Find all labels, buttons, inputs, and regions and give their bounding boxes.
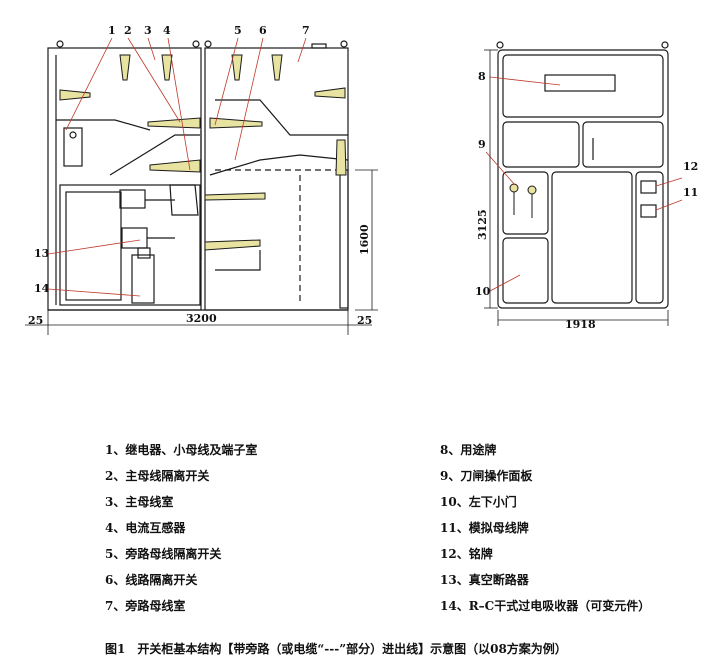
- legend-item: 4、电流互感器: [105, 521, 186, 535]
- dim-width-side: 1918: [565, 318, 596, 331]
- callout-10: 10: [475, 285, 491, 298]
- legend-item: 10、左下小门: [440, 495, 517, 509]
- callout-1: 1: [108, 24, 116, 37]
- legend-item: 12、铭牌: [440, 547, 493, 561]
- callout-11: 11: [683, 186, 698, 199]
- callout-5: 5: [234, 24, 242, 37]
- legend-right: 8、用途牌 9、刀闸操作面板 10、左下小门 11、模拟母线牌 12、铭牌 13…: [440, 442, 710, 613]
- callout-9: 9: [478, 138, 486, 151]
- legend-item: 5、旁路母线隔离开关: [105, 547, 222, 561]
- legend-item: 13、真空断路器: [440, 573, 529, 587]
- legend-item: 14、R–C干式过电吸收器（可变元件）: [440, 599, 651, 613]
- callout-8: 8: [478, 70, 486, 83]
- dim-height-front: 1600: [358, 224, 371, 255]
- callout-7: 7: [302, 24, 310, 37]
- callout-14: 14: [34, 282, 50, 295]
- figure-caption: 图1 开关柜基本结构【带旁路（或电缆“---”部分）进出线】示意图（以08方案为…: [105, 642, 567, 656]
- purpose-plate: [502, 54, 664, 118]
- switchgear-diagram: 1 2 3 4 5 6 7 13 14 25 3200 25 1600: [25, 24, 698, 335]
- dim-height-side: 3125: [476, 209, 489, 240]
- callout-12: 12: [683, 160, 698, 173]
- callout-4: 4: [163, 24, 171, 37]
- callout-6: 6: [259, 24, 267, 37]
- knife-switch-panel: [502, 171, 549, 235]
- callout-2: 2: [124, 24, 132, 37]
- legend-item: 2、主母线隔离开关: [105, 469, 210, 483]
- legend-item: 7、旁路母线室: [105, 599, 186, 613]
- vacuum-breaker: [119, 189, 146, 209]
- callout-13: 13: [34, 247, 49, 260]
- front-cabinet-left: [47, 47, 202, 311]
- legend-item: 11、模拟母线牌: [440, 521, 529, 535]
- side-cabinet: [497, 49, 669, 309]
- lower-left-door: [502, 237, 549, 304]
- nameplate: [640, 180, 657, 194]
- legend-item: 9、刀闸操作面板: [440, 469, 533, 483]
- dim-width-front: 3200: [186, 312, 217, 325]
- legend-item: 3、主母线室: [105, 495, 174, 509]
- relay-box: [63, 127, 83, 167]
- legend-item: 1、继电器、小母线及端子室: [105, 443, 258, 457]
- legend-left: 1、继电器、小母线及端子室 2、主母线隔离开关 3、主母线室 4、电流互感器 5…: [105, 442, 405, 613]
- dim-left-margin: 25: [28, 314, 43, 327]
- callout-3: 3: [144, 24, 152, 37]
- dim-right-margin: 25: [357, 314, 372, 327]
- front-cabinet-right: [204, 47, 349, 311]
- legend-item: 6、线路隔离开关: [105, 573, 198, 587]
- mimic-bus-plate: [640, 204, 657, 218]
- legend-item: 8、用途牌: [440, 443, 497, 457]
